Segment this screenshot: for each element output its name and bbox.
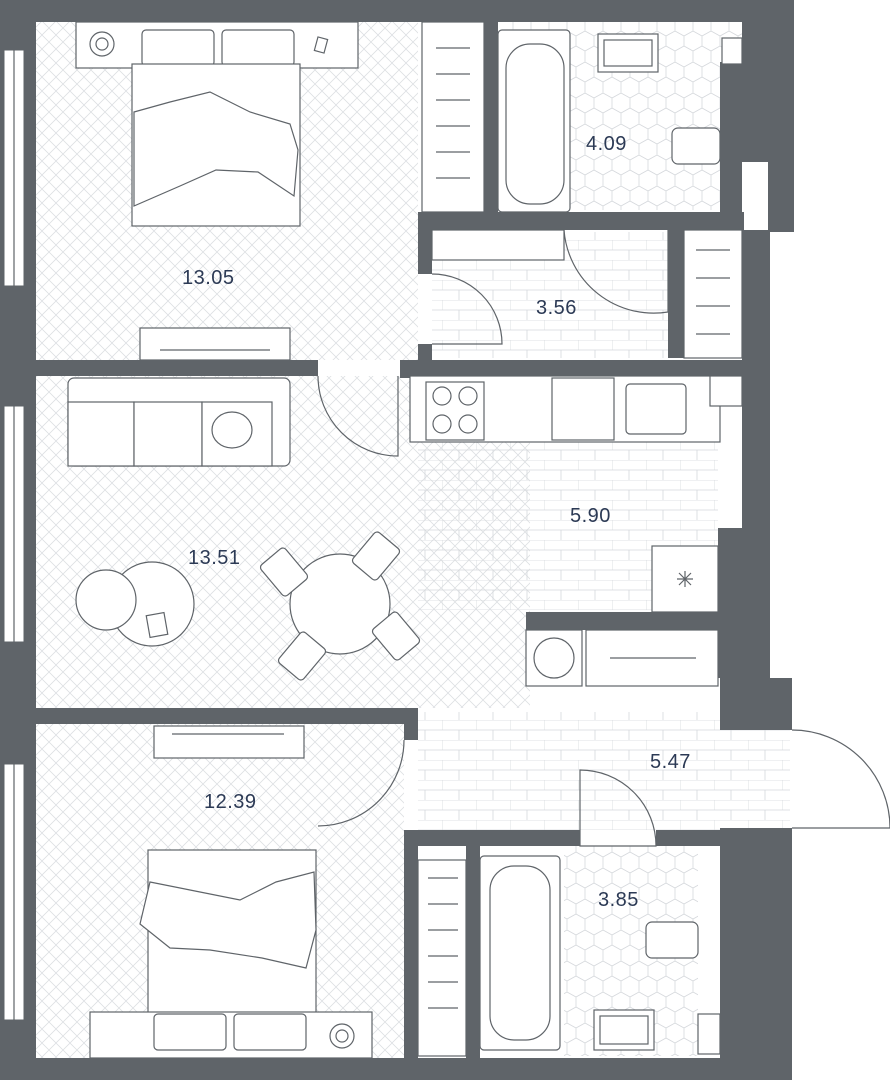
room-area-bathroom-1: 4.09 <box>586 133 627 155</box>
windows <box>3 49 25 1021</box>
bathroom-1-fixtures <box>497 29 743 213</box>
bedroom-1-furniture <box>75 21 485 361</box>
room-area-kitchen: 5.90 <box>570 505 611 527</box>
room-labels: 13.05 4.09 3.56 13.51 5.90 5.47 12.39 3.… <box>182 133 691 911</box>
bedroom-2-furniture <box>89 725 467 1059</box>
wardrobe-furniture <box>431 229 743 359</box>
room-area-bedroom-1: 13.05 <box>182 267 235 289</box>
hallway-fixtures <box>317 629 890 847</box>
room-area-wardrobe: 3.56 <box>536 297 577 319</box>
room-area-hallway: 5.47 <box>650 751 691 773</box>
room-area-living-room: 13.51 <box>188 547 241 569</box>
bathroom-2-fixtures <box>479 855 721 1055</box>
kitchen-fixtures <box>409 375 743 613</box>
living-furniture <box>67 375 421 681</box>
room-area-bathroom-2: 3.85 <box>598 889 639 911</box>
room-area-bedroom-2: 12.39 <box>204 791 257 813</box>
